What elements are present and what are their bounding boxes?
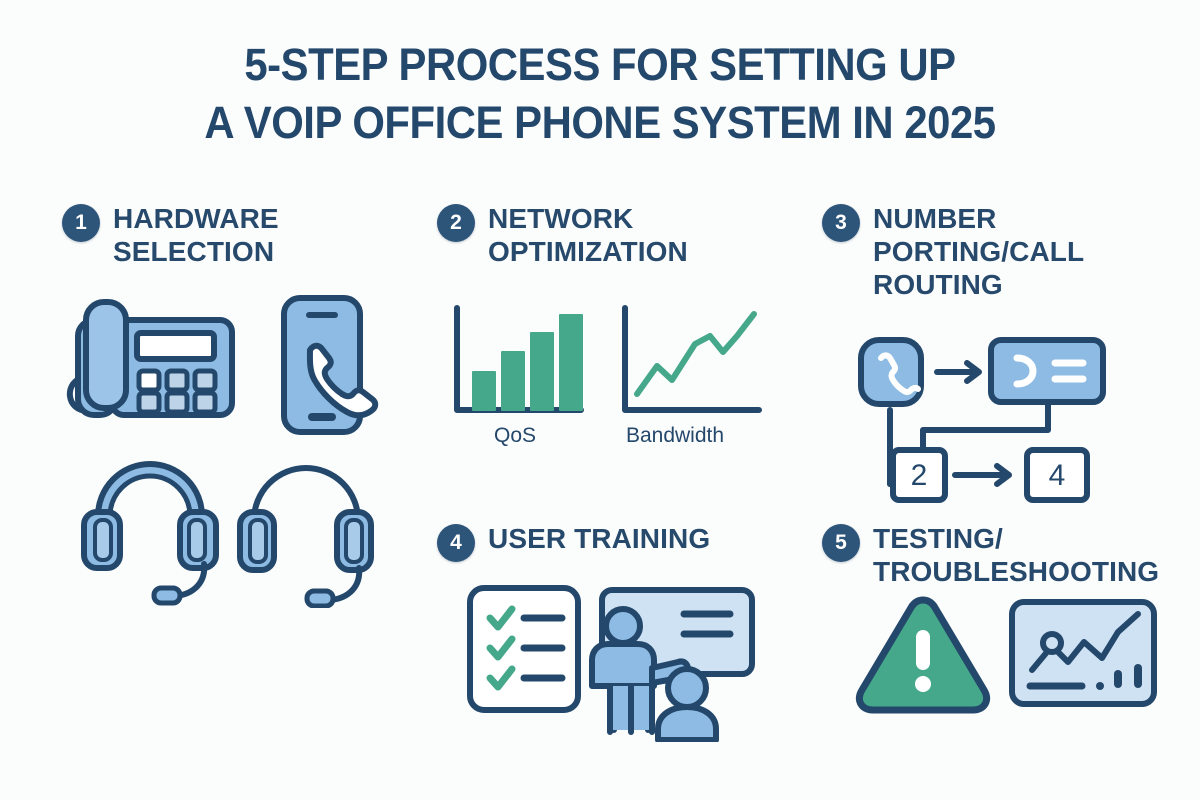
step-5-number-badge: 5: [822, 524, 860, 562]
route-box-2-label: 2: [911, 459, 928, 492]
step-4-illustration: [462, 582, 762, 747]
server-icon: [988, 337, 1106, 405]
step-2-title-line-2: OPTIMIZATION: [488, 236, 688, 268]
step-2-header: 2 NETWORK OPTIMIZATION: [437, 202, 688, 268]
page-title: 5-STEP PROCESS FOR SETTING UP A VOIP OFF…: [42, 36, 1158, 151]
attendee-figure-icon: [655, 666, 719, 743]
smartphone-icon: [281, 295, 379, 435]
step-5-title-line-2: TROUBLESHOOTING: [873, 556, 1160, 588]
step-3-header: 3 NUMBER PORTING/CALL ROUTING: [822, 202, 1084, 301]
step-5-header: 5 TESTING/ TROUBLESHOOTING: [822, 522, 1159, 588]
step-4-number-badge: 4: [437, 524, 475, 562]
bar-chart-icon: [454, 305, 584, 413]
step-3-title: NUMBER PORTING/CALL ROUTING: [873, 202, 1084, 301]
line-chart-icon: [622, 305, 762, 413]
step-5-title-line-1: TESTING/: [873, 523, 1003, 554]
step-5-title: TESTING/ TROUBLESHOOTING: [873, 522, 1159, 588]
route-box-4: 4: [1024, 447, 1090, 503]
warning-triangle-icon: [856, 596, 990, 714]
step-1-number-badge: 1: [62, 204, 100, 242]
desk-phone-icon: [66, 299, 235, 418]
route-box-4-label: 4: [1049, 459, 1066, 492]
step-2-illustration: [445, 300, 765, 430]
step-4-title-line-1: USER TRAINING: [488, 523, 711, 554]
phone-tile-icon: [858, 337, 924, 407]
step-3-number-badge: 3: [822, 204, 860, 242]
step-1-title: HARDWARE SELECTION: [113, 202, 279, 268]
step-2-title-line-1: NETWORK: [488, 203, 634, 234]
title-line-2: A VOIP OFFICE PHONE SYSTEM IN 2025: [204, 96, 996, 148]
step-3-title-line-1: NUMBER: [873, 203, 997, 234]
title-line-1: 5-STEP PROCESS FOR SETTING UP: [244, 39, 956, 90]
step-2-captions: QoS Bandwidth: [445, 424, 765, 448]
step-3-title-line-2: PORTING/CALL: [873, 236, 1085, 268]
route-arrow-icon: [952, 463, 1012, 487]
step-2-number-badge: 2: [437, 204, 475, 242]
headset-left-icon: [81, 461, 219, 606]
step-3-illustration: 2 4: [845, 332, 1135, 509]
qos-caption: QoS: [493, 424, 537, 447]
step-1-illustration: [60, 288, 390, 613]
step-1-title-line-2: SELECTION: [113, 236, 275, 268]
step-5-illustration: [850, 592, 1160, 737]
checklist-icon: [467, 585, 581, 713]
step-4-title: USER TRAINING: [488, 522, 710, 555]
step-3-title-line-3: ROUTING: [873, 269, 1003, 301]
step-1-header: 1 HARDWARE SELECTION: [62, 202, 279, 268]
headset-right-icon: [237, 465, 374, 609]
bandwidth-caption: Bandwidth: [625, 424, 725, 447]
route-box-2: 2: [890, 447, 948, 503]
step-4-header: 4 USER TRAINING: [437, 522, 710, 562]
step-1-title-line-1: HARDWARE: [113, 203, 279, 234]
arrow-right-icon: [934, 360, 982, 384]
step-2-title: NETWORK OPTIMIZATION: [488, 202, 688, 268]
monitoring-panel-icon: [1009, 599, 1157, 707]
